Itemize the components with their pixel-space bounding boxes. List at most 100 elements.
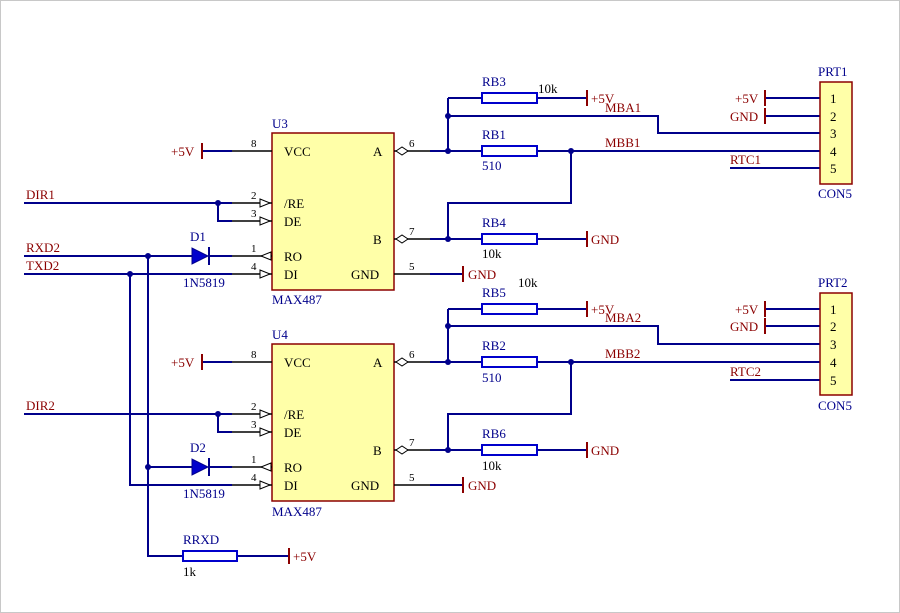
diodes: D1 1N5819 D2 1N5819 — [183, 229, 225, 501]
prt1-part: CON5 — [818, 186, 852, 201]
u4-de-arrow-icon — [259, 427, 272, 437]
prt1-pin-1: 1 — [830, 91, 837, 106]
d2-triangle-icon — [191, 458, 210, 476]
junctions — [127, 113, 574, 470]
u4-pin-name-ro: RO — [284, 460, 302, 475]
junction-dot — [127, 271, 133, 277]
net-dir2: DIR2 — [26, 398, 55, 413]
u4-pin-num-b: 7 — [409, 437, 415, 449]
prt2-pin-4: 4 — [830, 355, 837, 370]
net-txd2: TXD2 — [26, 258, 59, 273]
resistor-rb2[interactable] — [481, 356, 538, 368]
u3-chip-body[interactable] — [271, 132, 395, 291]
prt2-pin-1: 1 — [830, 302, 837, 317]
u4-re-arrow-icon — [259, 409, 272, 419]
d1-ref: D1 — [190, 229, 206, 244]
junction-dot — [145, 464, 151, 470]
d2-ref: D2 — [190, 440, 206, 455]
wire-txd2-u4 — [129, 274, 232, 486]
u3-re-arrow-icon — [259, 198, 272, 208]
net-rxd2: RXD2 — [26, 240, 60, 255]
u3-pin-name-de: DE — [284, 214, 301, 229]
u4-chip-body[interactable] — [271, 343, 395, 502]
rb2-ref: RB2 — [482, 338, 506, 353]
u3-pin-num-b: 7 — [409, 226, 415, 238]
u4-a-bidir-icon — [395, 357, 409, 367]
u4-b-bidir-icon — [395, 445, 409, 455]
u3-pin-name-gnd: GND — [351, 267, 379, 282]
resistor-rrxd[interactable] — [182, 550, 238, 562]
u3-pin-name-a: A — [373, 144, 383, 159]
u4-pin-name-de: DE — [284, 425, 301, 440]
u4-pin-num-ro: 1 — [251, 454, 257, 466]
prt2-part: CON5 — [818, 398, 852, 413]
wire-mbb1-to-b — [447, 151, 572, 239]
rb6-gnd-label: GND — [591, 443, 619, 458]
resistor-rb1[interactable] — [481, 145, 538, 157]
rb1-ref: RB1 — [482, 127, 506, 142]
u4-pin-num-re: 2 — [251, 401, 257, 413]
u4-pin-num-vcc: 8 — [251, 349, 257, 361]
u3-pin-name-ro: RO — [284, 249, 302, 264]
rb1-value: 510 — [482, 158, 502, 173]
diode-d2[interactable] — [191, 458, 210, 476]
rb4-ref: RB4 — [482, 215, 506, 230]
u3-pin-name-di: DI — [284, 267, 298, 282]
prt2-gnd-label: GND — [730, 319, 758, 334]
wire-mba1 — [448, 115, 820, 134]
prt1-body[interactable] — [819, 81, 853, 185]
u3-pin-name-re: /RE — [284, 196, 304, 211]
wires — [24, 97, 820, 557]
u3-di-arrow-icon — [259, 269, 272, 279]
u3-gnd-label: GND — [468, 267, 496, 282]
connector-prt1: PRT1 CON5 1 2 3 4 5 — [818, 64, 853, 201]
junction-dot — [145, 253, 151, 259]
u3-pin-num-ro: 1 — [251, 243, 257, 255]
prt1-pin-2: 2 — [830, 109, 837, 124]
net-rtc2: RTC2 — [730, 364, 761, 379]
u3-pin-num-vcc: 8 — [251, 138, 257, 150]
rb5-value: 10k — [518, 275, 538, 290]
d1-triangle-icon — [191, 247, 210, 265]
net-rtc1: RTC1 — [730, 152, 761, 167]
rb5-ref: RB5 — [482, 285, 506, 300]
u3-pin-num-di: 4 — [251, 261, 257, 273]
u3-part: MAX487 — [272, 292, 322, 307]
prt1-pin-4: 4 — [830, 144, 837, 159]
resistor-rb3[interactable] — [481, 92, 538, 104]
rb4-gnd-label: GND — [591, 232, 619, 247]
rb3-vcc-label: +5V — [591, 91, 615, 106]
u4-pin-name-b: B — [373, 443, 382, 458]
resistor-rb6[interactable] — [481, 444, 538, 456]
rb3-ref: RB3 — [482, 74, 506, 89]
diode-d1[interactable] — [191, 247, 210, 265]
junction-dot — [568, 359, 574, 365]
prt2-pin-5: 5 — [830, 373, 837, 388]
u4-block: U4 MAX487 8 2 3 1 4 6 7 5 VCC /RE DE RO … — [232, 327, 430, 519]
wire-mbb2-to-b — [447, 362, 572, 450]
resistor-rb4[interactable] — [481, 233, 538, 245]
junction-dot — [445, 323, 451, 329]
rb6-value: 10k — [482, 458, 502, 473]
prt1-pin-5: 5 — [830, 161, 837, 176]
u3-block: U3 MAX487 8 2 3 1 4 6 7 5 VCC /RE DE RO … — [232, 116, 430, 307]
u4-ro-arrow-icon — [259, 462, 272, 472]
junction-dot — [445, 113, 451, 119]
prt2-body[interactable] — [819, 292, 853, 396]
u4-pin-name-a: A — [373, 355, 383, 370]
rb5-vcc-label: +5V — [591, 302, 615, 317]
u4-pin-num-di: 4 — [251, 472, 257, 484]
rb3-value: 10k — [538, 81, 558, 96]
u4-pin-name-re: /RE — [284, 407, 304, 422]
u4-pin-name-gnd: GND — [351, 478, 379, 493]
prt2-pin-3: 3 — [830, 337, 837, 352]
u3-b-bidir-icon — [395, 234, 409, 244]
wire-mba2 — [448, 325, 820, 345]
wire-dir2-de — [217, 414, 232, 433]
u4-pin-num-a: 6 — [409, 349, 415, 361]
u3-pin-num-re: 2 — [251, 190, 257, 202]
prt2-pin-2: 2 — [830, 319, 837, 334]
u4-pin-num-de: 3 — [251, 419, 257, 431]
resistor-rb5[interactable] — [481, 303, 538, 315]
